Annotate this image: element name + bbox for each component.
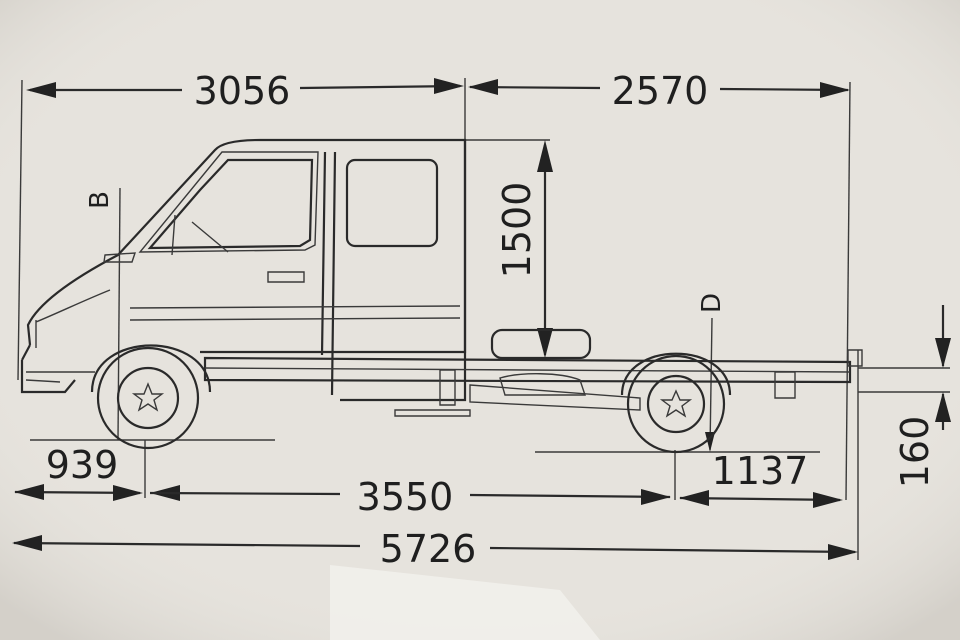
spare-wheel	[490, 328, 592, 360]
dim-line-939-3550	[14, 484, 671, 505]
label-b: B	[85, 191, 115, 209]
dim-body-height: 1500	[495, 182, 539, 279]
leader-d	[705, 317, 715, 452]
paper-glare	[330, 565, 600, 640]
dim-line-160	[935, 305, 951, 430]
rear-hub-star-icon	[659, 389, 693, 418]
dim-line-2570	[468, 79, 850, 98]
front-hub-star-icon	[131, 382, 165, 412]
dim-rear-overhang: 1137	[712, 449, 809, 493]
dim-wheelbase: 3550	[357, 475, 454, 519]
dim-rear-section: 2570	[612, 69, 709, 113]
cab-rear-window	[345, 158, 439, 248]
vehicle-cab	[20, 138, 467, 402]
dim-line-3056	[26, 78, 464, 98]
vehicle-chassis-frame	[203, 328, 863, 417]
dim-line-1137	[679, 490, 843, 508]
dim-line-1500	[537, 140, 553, 358]
dim-frame-height: 160	[893, 416, 937, 489]
dim-overall-length: 5726	[380, 527, 477, 571]
dim-front-overall: 3056	[194, 69, 291, 113]
rear-wheel	[620, 352, 732, 454]
label-d: D	[697, 293, 727, 313]
dim-front-overhang: 939	[46, 443, 119, 487]
door-handle	[267, 271, 305, 283]
extension-lines	[17, 78, 950, 560]
front-wheel	[90, 344, 212, 450]
side-mirror	[103, 252, 136, 263]
dim-line-5726	[12, 535, 858, 560]
